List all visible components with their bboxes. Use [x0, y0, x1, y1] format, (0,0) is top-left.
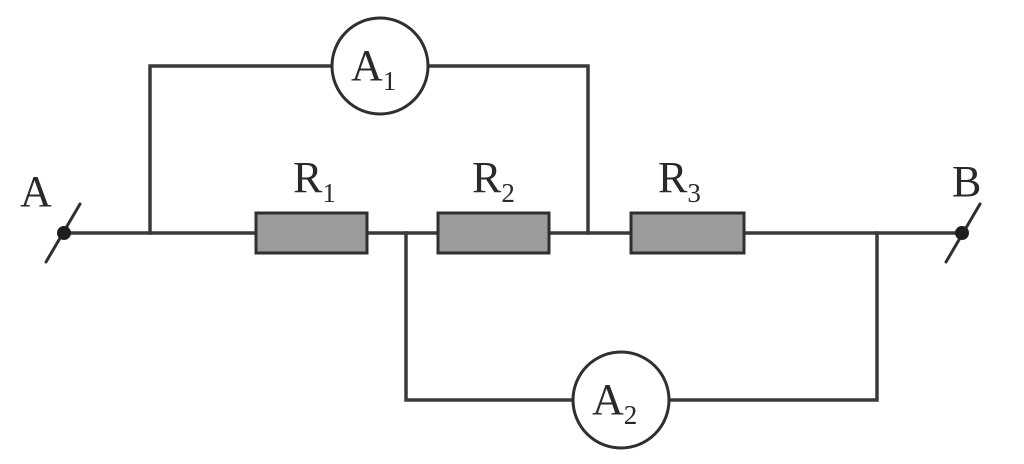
ammeter-a1-index: 1: [383, 66, 397, 96]
resistor-r3-letter: R: [658, 153, 688, 202]
resistor-r1-letter: R: [293, 153, 323, 202]
resistor-r2-index: 2: [501, 178, 515, 208]
resistor-r3: [629, 211, 746, 255]
terminal-a-dot: [57, 226, 71, 240]
terminal-b: [944, 202, 982, 264]
ammeter-a2-letter: A: [592, 375, 624, 424]
terminal-a-label: A: [20, 167, 52, 216]
ammeter-a2: [571, 350, 671, 450]
resistor-r2-letter: R: [472, 153, 502, 202]
resistor-r1-index: 1: [322, 178, 336, 208]
terminal-a: [44, 202, 82, 264]
resistor-r1-label: R1: [293, 153, 336, 208]
ammeter-a1-label: A1: [351, 41, 396, 96]
terminal-b-dot: [955, 226, 969, 240]
ammeter-a2-label: A2: [592, 375, 637, 430]
ammeter-a1: [330, 16, 430, 116]
ammeter-a2-index: 2: [624, 400, 638, 430]
resistor-r1: [254, 211, 369, 255]
resistor-r3-index: 3: [687, 178, 701, 208]
resistor-r2: [436, 211, 551, 255]
terminal-b-label: B: [952, 157, 981, 206]
ammeter-a1-letter: A: [351, 41, 383, 90]
resistor-r3-label: R3: [658, 153, 701, 208]
resistor-r2-label: R2: [472, 153, 515, 208]
